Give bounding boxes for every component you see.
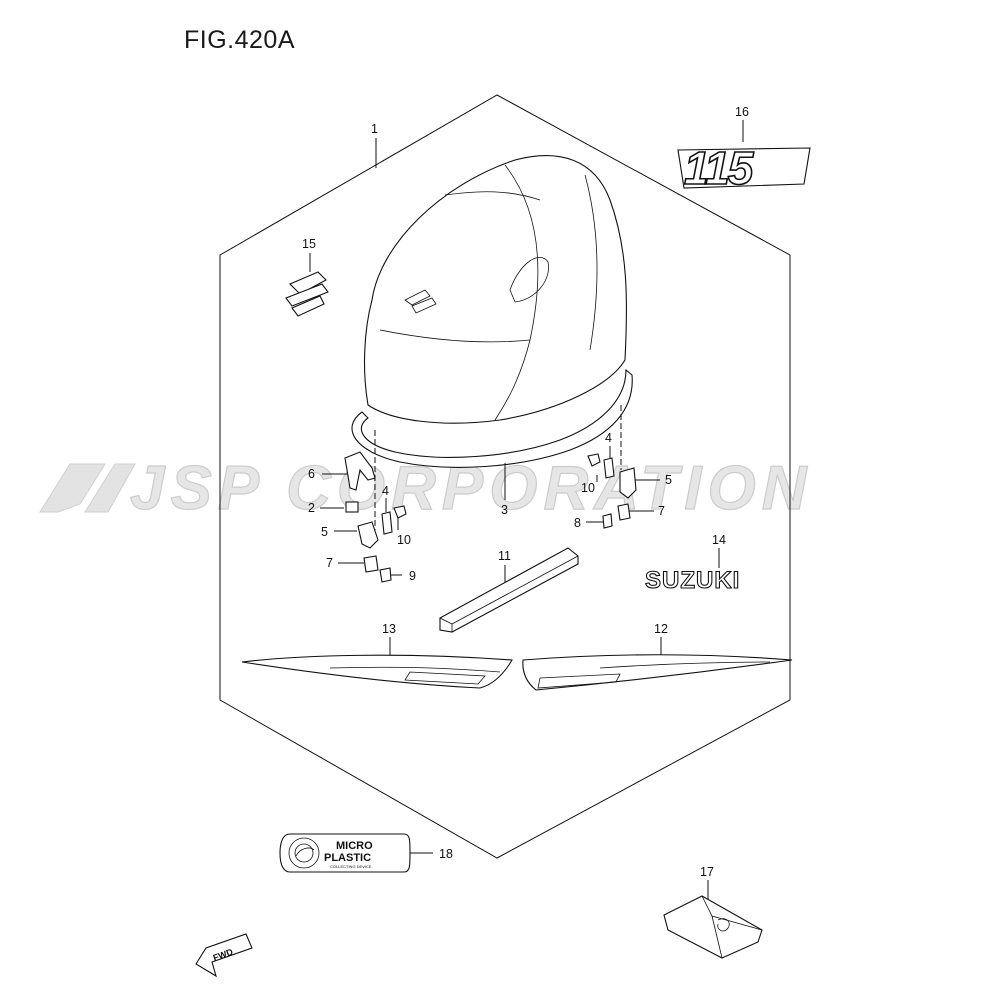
micro-text: MICRO: [336, 840, 373, 852]
suzuki-decal-part-14: SUZUKI: [645, 567, 740, 594]
latch-part-4-right: [603, 457, 615, 479]
fwd-arrow: FWD: [195, 933, 253, 978]
side-decal-12: [522, 654, 793, 691]
pad-part-2: [345, 501, 359, 513]
side-decal-13: [241, 654, 513, 689]
label-part-12: 12: [654, 622, 668, 636]
label-part-4-left: 4: [382, 484, 389, 498]
label-part-11: 11: [498, 549, 511, 563]
bolt-part-9: [379, 567, 392, 583]
label-part-17: 17: [700, 865, 714, 879]
label-part-14: 14: [712, 533, 726, 547]
label-part-9: 9: [409, 569, 416, 583]
engine-cover: [363, 155, 628, 424]
label-part-10-left: 10: [397, 533, 411, 547]
bracket-part-5-left: [357, 521, 379, 549]
label-part-15: 15: [302, 237, 316, 251]
strip-part-11: [439, 547, 579, 633]
label-part-8: 8: [574, 516, 581, 530]
micro-plastic-decal-part-18: MICRO PLASTIC COLLECTING DEVICE: [279, 833, 411, 873]
collecting-device-text: COLLECTING DEVICE: [330, 864, 372, 869]
screw-part-10-left: [393, 505, 407, 519]
model-decal-part-16: 115: [677, 141, 811, 195]
bracket-part-5-right: [619, 467, 637, 499]
grommet-part-7-right: [617, 503, 631, 521]
part-labels: 1 2 3 4 4 5 5 6 7 7 8 9 10 10 11 12 13 1…: [302, 105, 749, 879]
right-latch-assembly: [587, 453, 637, 529]
cover-s-emblem: [404, 289, 437, 314]
plastic-text: PLASTIC: [324, 852, 371, 864]
group-frame: [219, 94, 791, 859]
latch-part-4-left: [381, 511, 393, 535]
leader-lines: [309, 120, 744, 904]
seal-ring: [351, 368, 633, 468]
label-part-13: 13: [382, 622, 396, 636]
label-part-5-left: 5: [321, 525, 328, 539]
model-decal-text: 115: [684, 142, 755, 194]
bolt-part-8: [602, 513, 613, 529]
label-part-7-left: 7: [326, 556, 333, 570]
label-part-3: 3: [501, 503, 508, 517]
screw-part-10-right: [587, 453, 601, 467]
label-part-1: 1: [371, 122, 378, 136]
grommet-part-7-left: [363, 555, 379, 573]
left-latch-assembly: [344, 451, 407, 583]
label-part-6: 6: [308, 467, 315, 481]
label-part-4-right: 4: [605, 431, 612, 445]
label-part-10-right: 10: [581, 481, 595, 495]
label-part-7-right: 7: [658, 504, 665, 518]
label-part-5-right: 5: [665, 473, 672, 487]
s-emblem-part-15: [285, 271, 329, 317]
pouch-part-17: [663, 895, 763, 959]
label-part-2: 2: [308, 501, 315, 515]
label-part-18: 18: [439, 847, 453, 861]
figure-title: FIG.420A: [184, 26, 295, 54]
label-part-16: 16: [735, 105, 749, 119]
hook-part-6: [344, 451, 376, 491]
